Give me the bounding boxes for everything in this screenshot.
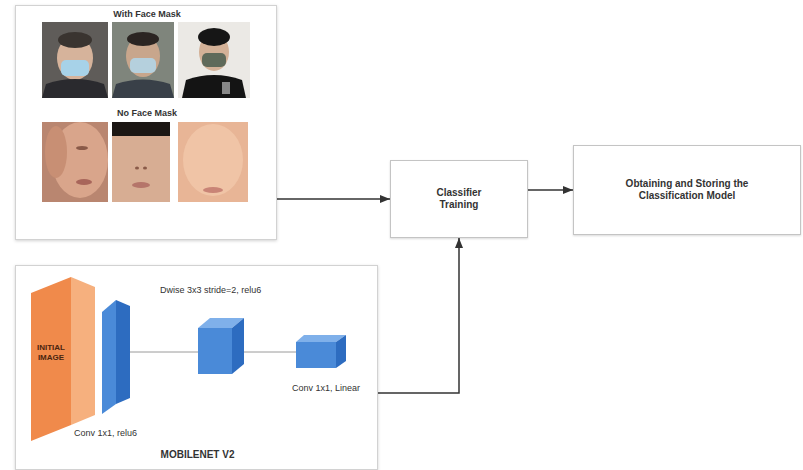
box-label: Obtaining and Storing the Classification… [600, 178, 775, 202]
photo-background [178, 122, 248, 202]
feature-map [102, 300, 116, 414]
panel-heading: No Face Mask [16, 108, 278, 119]
process-box: Obtaining and Storing the Classification… [573, 145, 801, 235]
process-box: Classifier Training [390, 160, 528, 238]
slab-side [71, 277, 95, 425]
input-image-block: INITIAL IMAGE [29, 275, 97, 443]
hair [127, 32, 159, 46]
flow-arrow [528, 189, 573, 191]
face-mask [61, 60, 89, 76]
layer-caption: Conv 1x1, relu6 [74, 428, 137, 439]
layer-link [244, 352, 296, 353]
slab-front [31, 277, 71, 441]
phone [222, 82, 230, 94]
photo-background [112, 122, 170, 202]
layer-caption: Dwise 3x3 stride=2, relu6 [160, 285, 261, 296]
hair [198, 28, 230, 46]
lips [203, 187, 223, 193]
hair [112, 122, 170, 136]
layer-link [130, 352, 198, 353]
shirt [182, 75, 246, 98]
photo-background [112, 22, 174, 98]
feature-cube [296, 342, 336, 368]
feature-cube [198, 328, 232, 374]
shirt [112, 80, 174, 99]
dataset-panel: With Face Mask No Face Mask [15, 5, 277, 240]
hair [58, 32, 92, 48]
nostril [135, 167, 139, 170]
panel-heading: With Face Mask [16, 9, 278, 20]
lips [132, 182, 150, 188]
shirt [42, 79, 108, 98]
eye [76, 146, 88, 150]
panel-heading: MOBILENET V2 [16, 449, 379, 461]
lips [76, 179, 92, 185]
flow-arrow [378, 238, 459, 393]
model-panel: INITIAL IMAGE MOBILENET V2 [15, 265, 378, 470]
face-mask [130, 58, 156, 73]
feature-cube [232, 318, 244, 374]
hand [45, 126, 67, 178]
face [183, 124, 243, 196]
photo-background [42, 22, 108, 98]
layer-caption: Conv 1x1, Linear [292, 383, 360, 394]
face-mask [202, 53, 226, 67]
panel-heading: INITIAL IMAGE [32, 343, 70, 362]
photo-background [42, 122, 108, 202]
photo-background [178, 22, 250, 98]
flow-arrow [277, 198, 390, 200]
nostril [143, 167, 147, 170]
feature-map [116, 300, 130, 404]
box-label: Classifier Training [419, 187, 499, 211]
feature-cube [336, 335, 346, 368]
